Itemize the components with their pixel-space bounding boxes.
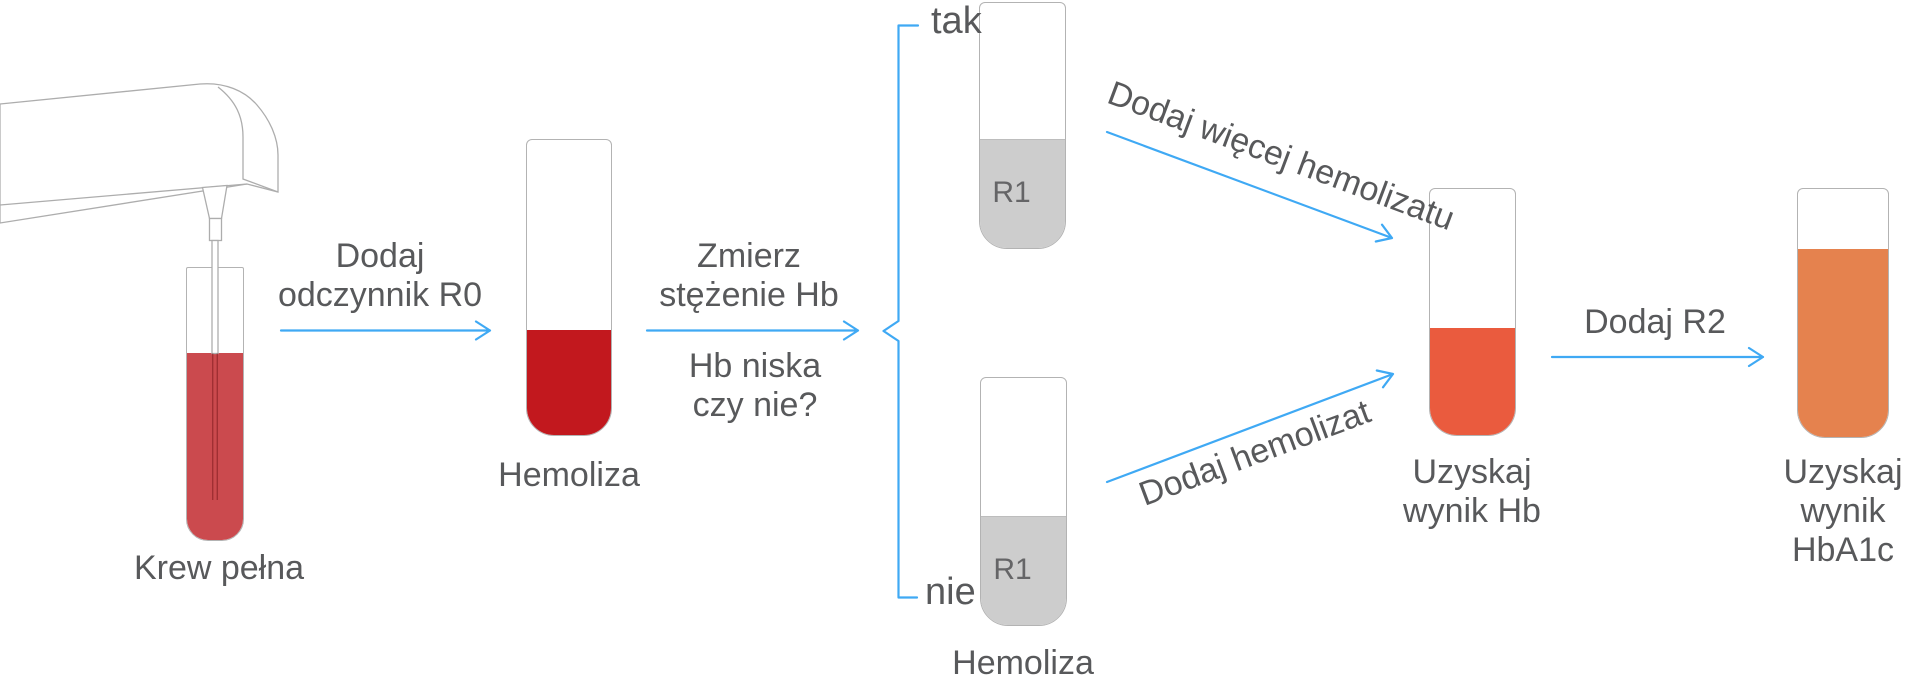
branch-brace bbox=[882, 24, 920, 599]
label-branch-no: nie bbox=[925, 571, 976, 613]
r1-top-liquid bbox=[980, 139, 1065, 248]
label-hb-result-line1: Uzyskaj bbox=[1412, 453, 1532, 491]
arrow-measure-hb bbox=[645, 320, 860, 341]
whole-blood-liquid bbox=[187, 353, 243, 540]
hba1c-result-liquid bbox=[1798, 249, 1888, 437]
label-add-r0-line2: odczynnik R0 bbox=[277, 276, 483, 314]
label-hba1c-result: Uzyskaj wynik HbA1c bbox=[1743, 453, 1920, 570]
dispenser-endcap-curve bbox=[217, 86, 279, 193]
r1-bottom-label: R1 bbox=[993, 553, 1032, 586]
label-add-r0-line1: Dodaj bbox=[335, 237, 425, 275]
tube-whole-blood bbox=[186, 267, 244, 541]
tube-hemolysate bbox=[526, 139, 612, 436]
label-add-r0: Dodaj odczynnik R0 bbox=[255, 237, 505, 315]
label-add-hemolysate: Dodaj hemolizat bbox=[1134, 392, 1376, 514]
label-measure-hb-line2: stężenie Hb bbox=[659, 276, 839, 314]
hemolysate-liquid bbox=[527, 330, 611, 435]
arrow-add-r2 bbox=[1550, 346, 1765, 368]
label-hba1c-line3: HbA1c bbox=[1791, 531, 1895, 569]
label-hb-result: Uzyskaj wynik Hb bbox=[1372, 453, 1572, 531]
dispenser-beam-crease bbox=[0, 183, 248, 206]
tube-hb-result bbox=[1429, 188, 1516, 436]
label-branch-yes: tak bbox=[931, 0, 982, 42]
dispenser-beam bbox=[0, 83, 279, 224]
label-hba1c-line2: wynik bbox=[1800, 492, 1886, 530]
label-hb-low-line1: Hb niska bbox=[688, 347, 822, 385]
tube-hba1c-result bbox=[1797, 188, 1889, 438]
label-measure-hb: Zmierz stężenie Hb bbox=[624, 237, 874, 315]
label-add-r2: Dodaj R2 bbox=[1584, 303, 1726, 341]
label-hb-low-question: Hb niska czy nie? bbox=[630, 347, 880, 425]
label-measure-hb-line1: Zmierz bbox=[697, 237, 801, 275]
r1-bottom-liquid bbox=[981, 516, 1066, 625]
tube-r1-top: R1 bbox=[979, 2, 1066, 249]
label-whole-blood: Krew pełna bbox=[133, 549, 305, 587]
label-hba1c-line1: Uzyskaj bbox=[1783, 453, 1903, 491]
label-hb-result-line2: wynik Hb bbox=[1403, 492, 1541, 530]
arrow-add-r0 bbox=[279, 320, 492, 341]
dispenser-collar bbox=[208, 217, 223, 242]
label-hemolysate-2: Hemoliza bbox=[952, 644, 1094, 682]
r1-top-label: R1 bbox=[992, 176, 1031, 209]
hb-result-liquid bbox=[1430, 328, 1515, 435]
label-hemolysate: Hemoliza bbox=[498, 456, 640, 494]
label-hb-low-line2: czy nie? bbox=[692, 386, 818, 424]
dispenser-nozzle bbox=[201, 184, 228, 220]
label-add-more-hemolysate: Dodaj więcej hemolizatu bbox=[1102, 74, 1460, 238]
tube-r1-bottom: R1 bbox=[980, 377, 1067, 626]
